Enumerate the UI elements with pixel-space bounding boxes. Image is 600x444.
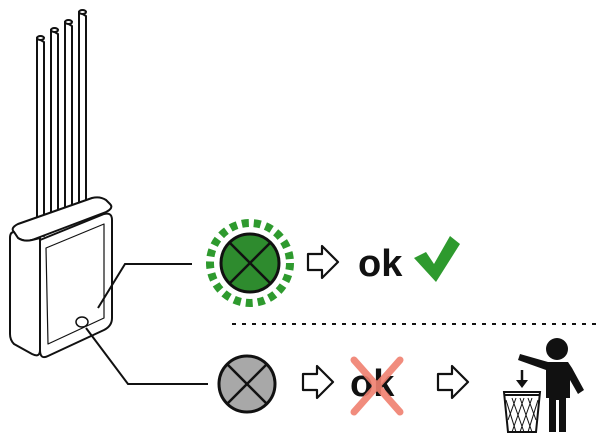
arrow-bad-icon	[301, 364, 335, 400]
cross-out-icon	[350, 356, 404, 416]
checkmark-icon	[414, 236, 460, 282]
arrow-good-icon	[306, 244, 340, 280]
arrow-dispose-icon	[436, 364, 470, 400]
led-bad-lamp-icon	[217, 354, 277, 414]
device-side-face	[9, 231, 41, 357]
status-good-label: ok	[358, 243, 403, 285]
device-with-antennas-icon	[9, 9, 113, 359]
person-throwing-into-trash-icon	[502, 338, 584, 433]
led-good-lamp-icon	[206, 219, 294, 307]
device-front-face	[39, 212, 113, 359]
connector-lines	[85, 263, 208, 385]
device-led-window	[75, 316, 89, 328]
